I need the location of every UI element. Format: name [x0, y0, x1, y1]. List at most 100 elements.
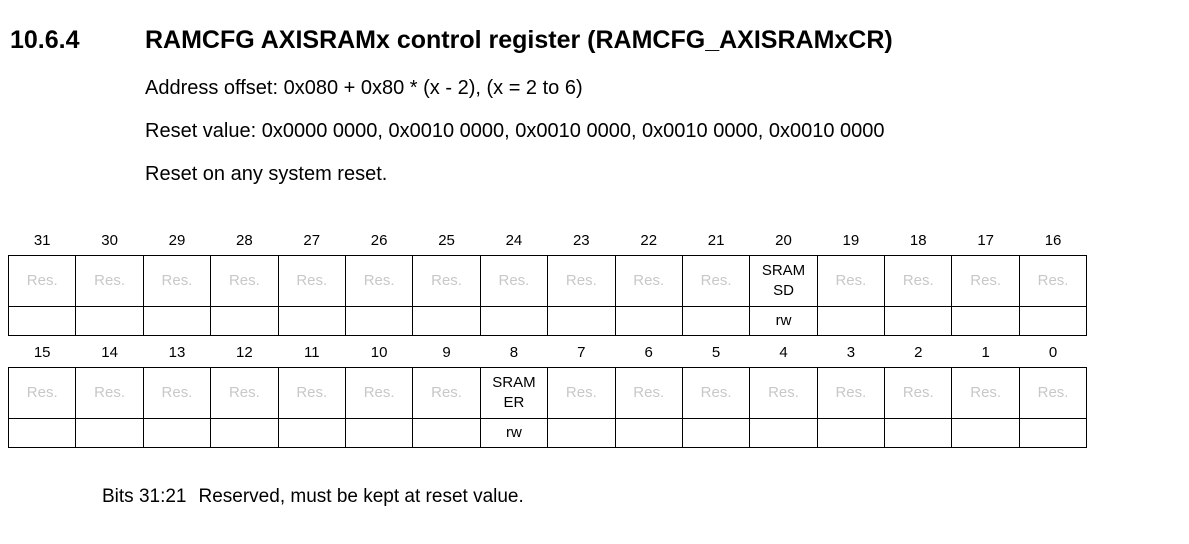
bit-number: 21: [707, 232, 725, 250]
reserved-field: Res.: [210, 254, 279, 307]
bit-number: 3: [846, 344, 856, 362]
reserved-field: Res.: [1018, 366, 1088, 419]
access-type: rw: [479, 417, 549, 448]
bit-number: 12: [236, 344, 253, 362]
field-label: Res.: [363, 272, 395, 289]
access-type: [951, 417, 1020, 448]
bit-number: 24: [505, 232, 523, 250]
field-label: Res.: [970, 272, 1002, 289]
access-type: [142, 305, 212, 336]
bit-number: 15: [33, 344, 51, 362]
access-type: [547, 417, 616, 448]
bit-number: 31: [33, 232, 51, 250]
field-label: Res.: [700, 272, 732, 289]
reserved-field: Res.: [816, 254, 886, 307]
field-row: Res. Res. Res. Res. Res. Res. Res. Res. Res. Res.…: [7, 254, 1088, 307]
reserved-field: Res.: [210, 366, 279, 419]
access-type: rw: [749, 305, 818, 336]
access-type: [75, 417, 144, 448]
bit-number: 4: [779, 344, 788, 362]
reserved-field: Res.: [479, 254, 549, 307]
field-label: Res.: [768, 384, 799, 401]
reserved-field: Res.: [614, 366, 683, 419]
reserved-field: Res.: [1018, 254, 1088, 307]
bit-number: 17: [977, 232, 994, 250]
reserved-field: Res.: [142, 366, 212, 419]
bit-number: 27: [303, 232, 321, 250]
reserved-field: Res.: [7, 366, 77, 419]
field-label: Res.: [498, 272, 530, 289]
access-type: [884, 417, 953, 448]
field-label: Res.: [902, 384, 934, 401]
bit-number: 28: [236, 232, 253, 250]
access-type: [344, 305, 414, 336]
access-type: [614, 305, 683, 336]
bit-number: 25: [438, 232, 455, 250]
access-row: rw: [7, 305, 1088, 336]
bit-number: 16: [1044, 232, 1062, 250]
reserved-field: Res.: [277, 254, 346, 307]
bit-number: 29: [168, 232, 186, 250]
reserved-field: Res.: [412, 254, 481, 307]
field-label: Res.: [161, 384, 193, 401]
reserved-field: Res.: [614, 254, 683, 307]
bit-number: 23: [572, 232, 590, 250]
reserved-field: Res.: [816, 366, 886, 419]
field-label: SRAM: [492, 373, 536, 391]
access-type: [951, 305, 1020, 336]
field-label: Res.: [1037, 384, 1069, 401]
access-type: [1018, 417, 1088, 448]
field-label: Res.: [363, 384, 395, 401]
field-label: Res.: [228, 272, 260, 289]
reserved-field: Res.: [681, 366, 751, 419]
reserved-field: Res.: [951, 366, 1020, 419]
bit-number: 26: [370, 232, 388, 250]
bit-number: 6: [644, 344, 653, 362]
bit-number: 1: [981, 344, 990, 362]
reset-value-text: Reset value: 0x0000 0000, 0x0010 0000, 0…: [145, 120, 885, 142]
field-label: Res.: [902, 272, 934, 289]
field-label: Res.: [835, 384, 867, 401]
access-type: [614, 417, 683, 448]
reserved-field: Res.: [951, 254, 1020, 307]
bit-number: 7: [577, 344, 586, 362]
reserved-field: Res.: [547, 254, 616, 307]
access-type: [142, 417, 212, 448]
reserved-field: Res.: [412, 366, 481, 419]
reserved-field: Res.: [7, 254, 77, 307]
field-label: Res.: [700, 384, 732, 401]
access-type: [884, 305, 953, 336]
reset-note-text: Reset on any system reset.: [145, 163, 388, 185]
reserved-field: Res.: [884, 366, 953, 419]
reserved-field: Res.: [749, 366, 818, 419]
reserved-field: Res.: [884, 254, 953, 307]
field-label: Res.: [94, 384, 125, 401]
address-offset-text: Address offset: 0x080 + 0x80 * (x - 2), …: [145, 77, 583, 99]
field-label: SD: [773, 281, 794, 299]
access-type: [479, 305, 549, 336]
access-type: [7, 417, 77, 448]
access-row: rw: [7, 417, 1088, 448]
section-number: 10.6.4: [10, 26, 80, 54]
field-label: Res.: [565, 272, 597, 289]
field-label: Res.: [633, 384, 665, 401]
access-type: [816, 305, 886, 336]
bit-number: 8: [509, 344, 519, 362]
field-label: Res.: [296, 272, 328, 289]
access-type: [75, 305, 144, 336]
access-type: [412, 417, 481, 448]
access-type: [749, 417, 818, 448]
field-label: Res.: [228, 384, 260, 401]
field-label: Res.: [565, 384, 597, 401]
bit-number: 9: [442, 344, 451, 362]
bit-number: 22: [640, 232, 658, 250]
field-label: Res.: [970, 384, 1002, 401]
